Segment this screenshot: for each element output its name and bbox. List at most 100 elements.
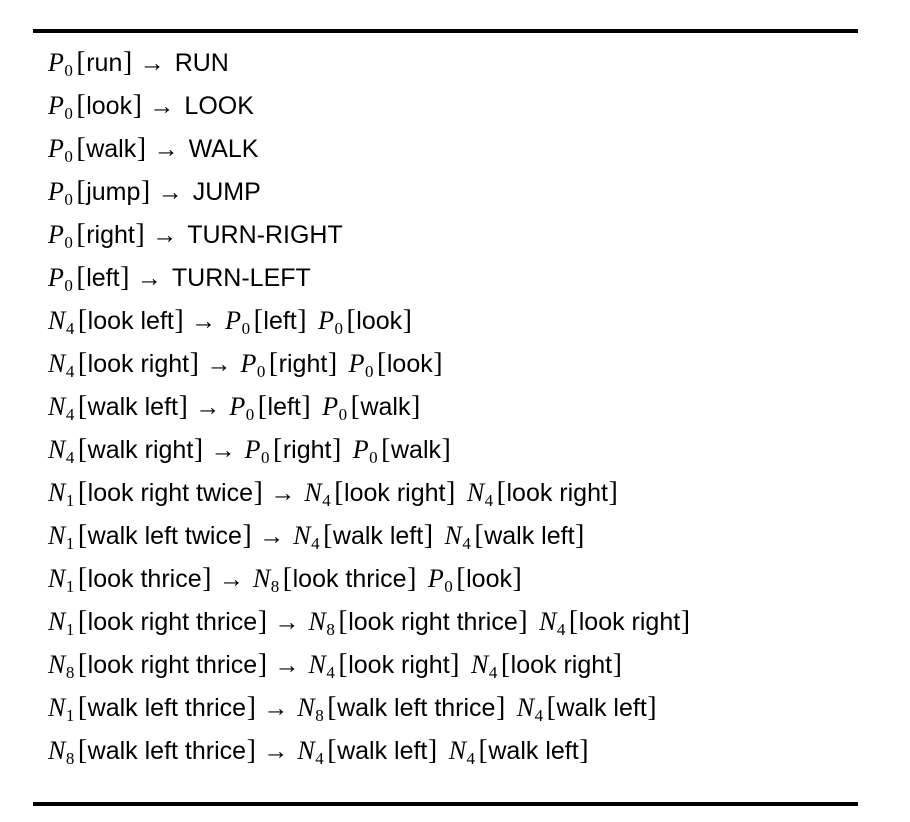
rewrite-arrow-icon: → (206, 351, 232, 378)
grammar-rule-row: N4[walk right]→P0[right]P0[walk] (48, 428, 878, 471)
rhs-nonterminal: N4[look right] (304, 477, 455, 511)
bracket-argument: look right (510, 651, 613, 679)
grammar-rule-row: N1[look thrice]→ N8[look thrice] P0[look] (48, 557, 878, 600)
open-bracket: [ (76, 90, 86, 121)
open-bracket: [ (76, 262, 86, 293)
rule-lhs: N1[look right thrice] (48, 606, 268, 640)
bracket-argument: look right (578, 608, 681, 636)
terminal-action: WALK (188, 135, 259, 163)
symbol-n: N4 (297, 736, 324, 769)
symbol-subscript: 1 (65, 706, 75, 726)
rule-rhs: N4[walk left]N4[walk left] (297, 735, 589, 769)
rule-lhs: N1[walk left twice] (48, 520, 252, 554)
bracket-argument: look (356, 307, 403, 335)
open-bracket: [ (77, 477, 88, 508)
symbol-n: N8 (48, 736, 75, 769)
symbol-n: N8 (308, 607, 335, 640)
open-bracket: [ (500, 649, 511, 680)
symbol-p: P0 (225, 306, 251, 339)
rule-lhs: N1[walk left thrice] (48, 692, 256, 726)
bracket-argument: look right thrice (348, 608, 518, 636)
open-bracket: [ (257, 391, 268, 422)
bracket-argument: walk left (488, 737, 579, 765)
bracket-argument: look thrice (292, 565, 407, 593)
symbol-subscript: 0 (338, 405, 348, 425)
rule-lhs: N8[look right thrice] (48, 649, 268, 683)
symbol-n: N4 (304, 478, 331, 511)
open-bracket: [ (272, 434, 283, 465)
rewrite-arrow-icon: → (139, 50, 165, 77)
rewrite-arrow-icon: → (274, 609, 300, 636)
symbol-n: N4 (293, 521, 320, 554)
bracket-argument: run (86, 49, 123, 77)
bracket-argument: right (86, 221, 135, 249)
close-bracket: ] (410, 391, 421, 422)
symbol-p: P0 (352, 435, 378, 468)
close-bracket: ] (257, 606, 268, 637)
symbol-n: N4 (539, 607, 566, 640)
rule-rhs: WALK (188, 135, 259, 163)
close-bracket: ] (242, 520, 252, 551)
symbol-n: N1 (48, 564, 75, 597)
close-bracket: ] (402, 305, 412, 336)
symbol-subscript: 1 (65, 620, 75, 640)
symbol-subscript: 4 (65, 448, 75, 468)
grammar-rule-row: N4[walk left]→P0[left]P0[walk] (48, 385, 878, 428)
symbol-subscript: 1 (65, 534, 75, 554)
bracket-argument: left (86, 264, 120, 292)
close-bracket: ] (427, 735, 438, 766)
symbol-subscript: 4 (484, 491, 494, 511)
rhs-nonterminal: N8[look thrice] (253, 563, 417, 596)
rule-lhs: N1[look thrice] (48, 563, 212, 597)
rule-rhs: N4[look right] N4[look right] (304, 477, 618, 511)
close-bracket: ] (433, 348, 443, 379)
terminal-action: JUMP (192, 178, 261, 206)
rule-rhs: P0[right]P0[look] (240, 348, 443, 382)
bracket-argument: walk left (332, 522, 424, 550)
symbol-subscript: 4 (65, 362, 75, 382)
rewrite-arrow-icon: → (210, 437, 236, 464)
rhs-nonterminal: N4[look right] (466, 477, 618, 511)
symbol-n: N1 (48, 521, 75, 554)
open-bracket: [ (77, 305, 88, 336)
open-bracket: [ (474, 520, 484, 551)
bracket-argument: right (278, 350, 328, 378)
rule-rhs: N4[walk left]N4[walk left] (293, 520, 585, 554)
bracket-argument: walk (391, 436, 442, 464)
grammar-rule-row: P0[look]→LOOK (48, 84, 878, 127)
symbol-n: N1 (48, 693, 75, 726)
bracket-argument: look (386, 350, 433, 378)
close-bracket: ] (122, 47, 133, 78)
open-bracket: [ (350, 391, 360, 422)
symbol-n: N4 (470, 650, 498, 683)
symbol-subscript: 4 (322, 491, 331, 511)
close-bracket: ] (441, 434, 451, 465)
symbol-n: N4 (466, 478, 494, 511)
open-bracket: [ (253, 305, 263, 336)
close-bracket: ] (331, 434, 342, 465)
symbol-p: P0 (427, 564, 453, 597)
open-bracket: [ (76, 176, 86, 207)
grammar-rule-row: N4[look left]→P0[left]P0[look] (48, 299, 878, 342)
grammar-rule-row: P0[jump]→JUMP (48, 170, 878, 213)
symbol-subscript: 4 (534, 706, 544, 726)
symbol-subscript: 0 (334, 319, 343, 339)
close-bracket: ] (246, 692, 256, 723)
symbol-n: N8 (48, 650, 75, 683)
rhs-nonterminal: P0[look] (427, 563, 522, 597)
grammar-rule-row: P0[right]→TURN-RIGHT (48, 213, 878, 256)
symbol-subscript: 0 (64, 104, 73, 124)
rewrite-arrow-icon: → (218, 566, 244, 593)
symbol-subscript: 0 (444, 577, 453, 597)
rule-rhs: N8[walk left thrice]N4[walk left] (297, 692, 657, 726)
symbol-n: N4 (516, 693, 544, 726)
symbol-subscript: 0 (365, 362, 374, 382)
symbol-subscript: 4 (462, 534, 471, 554)
rule-lhs: P0[run] (48, 47, 133, 80)
close-bracket: ] (647, 692, 657, 723)
rhs-nonterminal: N4[walk left] (516, 692, 657, 726)
bracket-argument: right (282, 436, 332, 464)
rule-rhs: N8[look right thrice]N4[look right] (308, 606, 691, 640)
